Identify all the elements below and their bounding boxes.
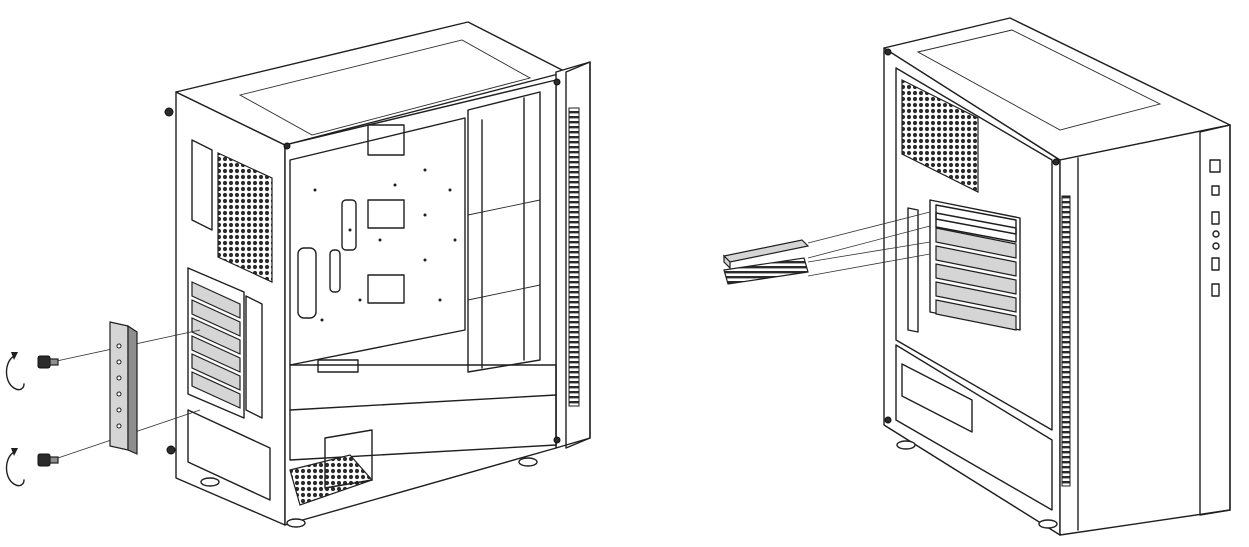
right-case-corner-screw-1	[884, 48, 892, 56]
pci-slot-cover-icon	[723, 257, 809, 285]
pci-retention-bracket-side	[127, 324, 138, 455]
drive-cage-shelf-1	[467, 199, 541, 216]
left-case-foot-1	[200, 477, 220, 487]
left-case-pci-slot-covers	[191, 281, 241, 409]
tray-cutout-1	[367, 124, 405, 156]
left-case-rear-psu-opening	[187, 409, 271, 501]
right-case-top-panel	[916, 29, 1162, 131]
left-case-corner-screw-2	[553, 78, 561, 86]
right-case-front-bezel	[1199, 124, 1231, 516]
slot-cover-edge-1	[723, 254, 731, 270]
right-case-corner-screw-2	[1052, 158, 1060, 166]
pci-slot-cover-icon	[935, 227, 1017, 331]
pci-retention-bracket-icon	[109, 321, 129, 451]
right-case-front-panel	[1059, 124, 1231, 536]
left-case-psu-shroud	[289, 364, 557, 461]
right-case-psu-opening	[901, 363, 973, 433]
guide-line-3	[807, 211, 931, 244]
right-case-psu-area	[895, 344, 1053, 511]
thumbscrew-icon	[37, 355, 59, 369]
psu-shroud-cutout	[317, 359, 359, 373]
left-case-psu-bay	[324, 429, 373, 489]
guide-line-5	[807, 241, 931, 263]
tray-grommet-3	[341, 199, 357, 251]
guide-line-4	[807, 225, 931, 259]
right-case-side-vent	[1061, 195, 1071, 487]
bracket-holes	[116, 343, 122, 429]
left-case-top-panel	[238, 39, 532, 136]
right-case-foot-2	[1038, 519, 1058, 529]
left-case-corner-screw-3	[553, 436, 561, 444]
right-case-vertical-slot	[907, 207, 919, 333]
thumbscrew-icon	[37, 453, 59, 467]
right-case-foot-1	[896, 440, 916, 450]
tray-standoffs	[313, 168, 457, 322]
left-case-interior-frame	[284, 79, 557, 526]
guide-line-6	[807, 253, 931, 277]
left-case-front-bezel	[565, 61, 591, 449]
right-case-open-slot-2	[935, 212, 1017, 243]
right-case-interior-frame	[895, 67, 1053, 431]
right-case	[883, 17, 1231, 536]
drive-cage-shelf-2	[467, 284, 541, 301]
left-case-pci-vertical-bracket	[245, 295, 263, 419]
left-case-rear-thumbscrew-top	[164, 107, 174, 117]
left-case-front-vent	[568, 107, 580, 407]
left-case-rear-thumbscrew-bottom	[166, 445, 176, 455]
left-case-foot-2	[286, 518, 306, 528]
left-case-corner-screw-1	[283, 142, 291, 150]
counterclockwise-arrow-icon	[5, 352, 25, 391]
left-exploded-parts	[5, 321, 201, 487]
right-exploded-parts	[722, 211, 931, 285]
tray-cutout-3	[367, 274, 405, 304]
right-case-rear-fan-mesh	[901, 79, 979, 193]
left-case	[164, 21, 591, 528]
left-case-rear-fan-mesh	[217, 152, 273, 283]
right-case-front-io	[1209, 159, 1221, 297]
tray-cutout-2	[367, 199, 405, 229]
counterclockwise-arrow-icon	[5, 448, 25, 487]
left-case-foot-3	[518, 457, 538, 467]
left-case-rear-io	[191, 139, 213, 231]
left-case-drive-cage	[467, 91, 541, 373]
tray-grommet-1	[297, 247, 317, 319]
left-case-motherboard-tray	[289, 117, 466, 366]
tray-grommet-2	[329, 249, 341, 293]
psu-shroud-edge	[289, 394, 557, 411]
right-case-corner-screw-3	[884, 416, 892, 424]
